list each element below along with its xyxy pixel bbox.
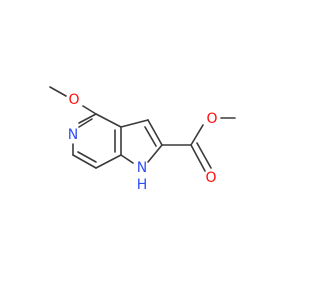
bond-c6-c7-double [77, 151, 97, 163]
atom-o-methoxy: O [68, 92, 79, 108]
atom-n-pyrrole: N [137, 160, 147, 176]
atom-n-pyridine: N [68, 127, 78, 143]
bond-c3-c2 [147, 119, 163, 146]
bond-n1-c7a [120, 154, 134, 164]
atom-o-carbonyl: O [205, 170, 216, 186]
bond-c4-n [78, 113, 97, 124]
bond-c7-c7a [95, 154, 122, 169]
bond-carbonyl-o [190, 144, 206, 172]
bond-c6-c7 [72, 154, 97, 169]
bond-carbonyl-o-double [196, 142, 212, 169]
bond-carbonyl-ester-o [190, 124, 204, 146]
bond-o-c4 [82, 105, 97, 115]
bond-methyl-o [49, 86, 67, 97]
bond-c4-n-double [78, 118, 93, 128]
atom-o-ester: O [206, 111, 217, 127]
bond-c3a-c4 [95, 113, 122, 128]
bond-c2-n1 [147, 144, 163, 163]
bond-c3-c2-double [144, 126, 157, 147]
bonds [49, 86, 236, 172]
molecule-diagram: O N O O N H [49, 86, 236, 193]
bond-c3a-c3 [120, 119, 149, 128]
structure-canvas: O N O O N H [49, 86, 236, 193]
atom-h-pyrrole: H [137, 177, 148, 193]
